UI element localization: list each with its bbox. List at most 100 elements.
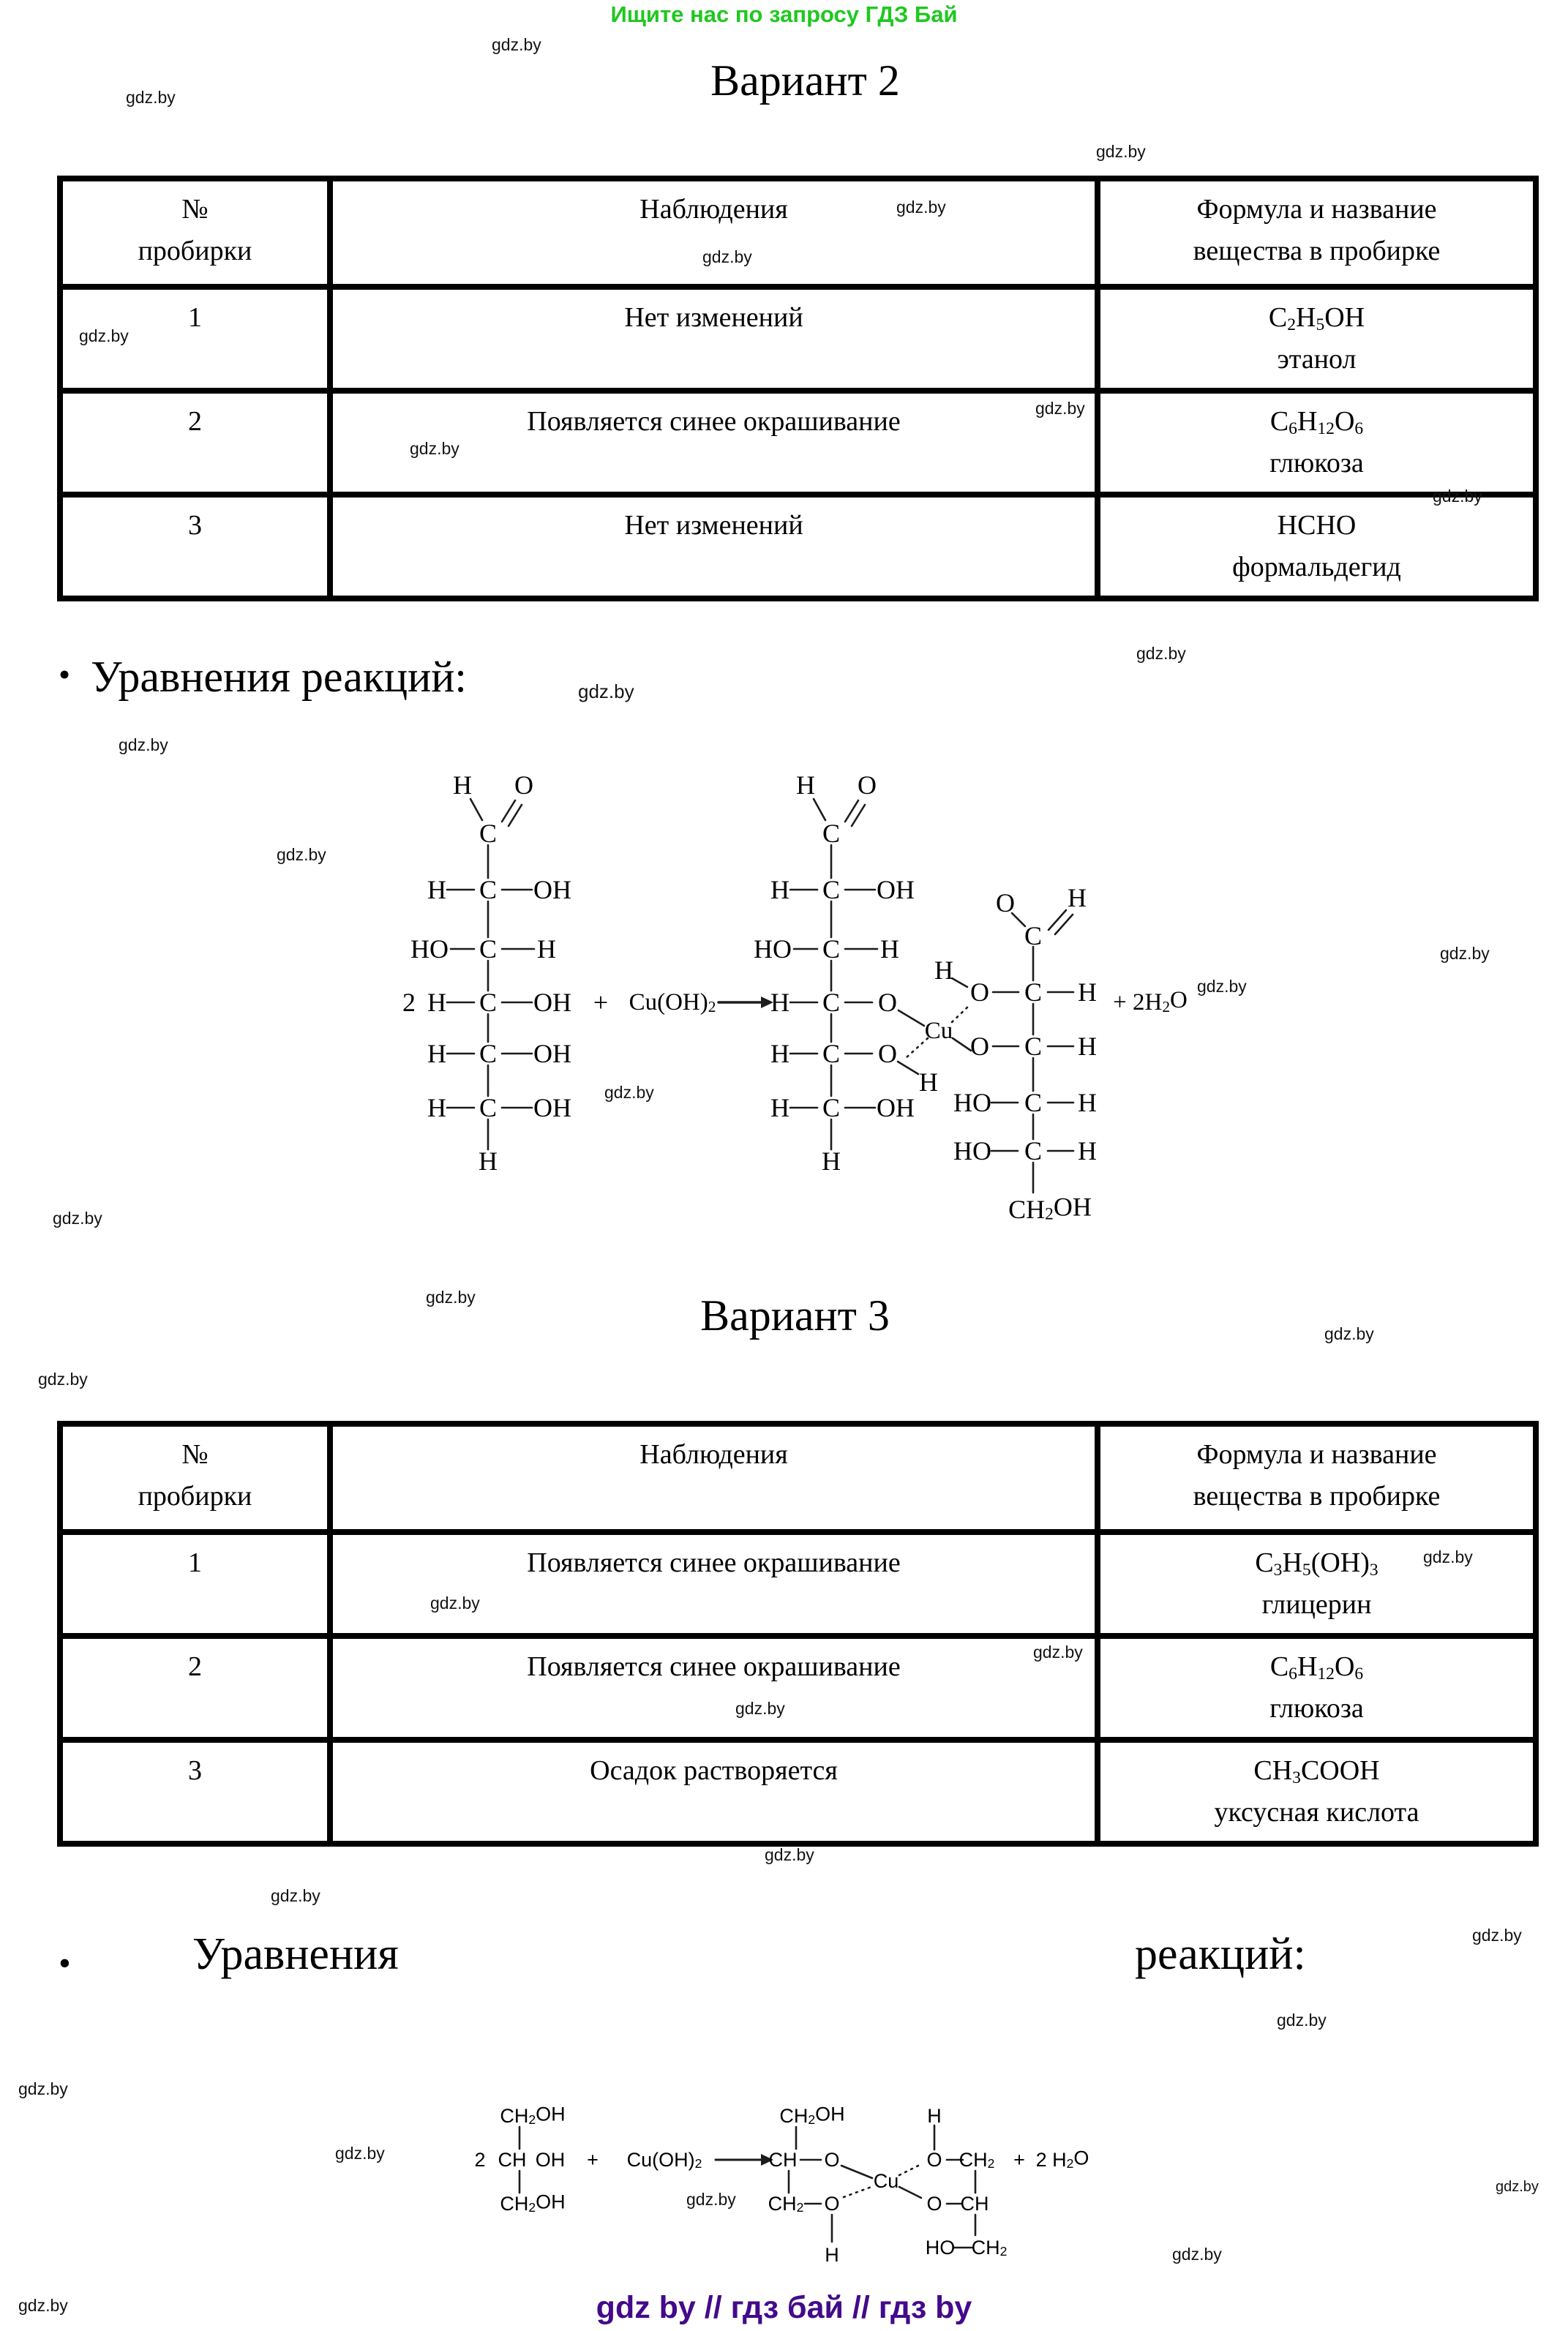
gdz-watermark: gdz.by [426,1288,476,1307]
formula-subscript: 6 [1354,419,1364,439]
formula-header: Формула и название вещества в пробирке [1095,176,1539,290]
gdz-watermark: gdz.by [702,247,752,266]
atom-label: CH2OH [779,2103,844,2127]
atom-label: H [822,1146,841,1176]
atom-label: H [934,956,953,985]
atom-label: O [824,2193,839,2215]
formula-subscript: 6 [1288,1664,1297,1684]
table-row: 1 Нет изменений C2H5OH этанол [57,284,1539,394]
observations-header: Наблюдения [327,1421,1100,1535]
gdz-watermark: gdz.by [1172,2245,1222,2264]
atom-label: H [427,1093,446,1122]
atom-label: O [824,2149,839,2171]
formula-subscript: 6 [1288,419,1297,439]
observations-header: Наблюдения [327,176,1100,290]
gdz-watermark: gdz.by [18,2296,68,2315]
atom-label: O [926,2149,942,2171]
equations-label: Уравнения реакций: [91,653,467,701]
formula-cell: C6H12O6 глюкоза [1095,388,1539,498]
atom-label: 2 [474,2149,485,2171]
gdz-watermark: gdz.by [126,88,176,107]
atom-label: Cu(OH)2 [629,989,716,1016]
atom-label: C [822,819,840,848]
gdz-watermark: gdz.by [896,198,946,217]
atom-label: O [878,1039,897,1068]
atom-label: H [825,2244,839,2266]
atom-label: C [1024,1088,1042,1117]
atom-label: C [1024,1136,1042,1166]
bond-line [1054,913,1074,936]
gdz-watermark: gdz.by [335,2144,385,2163]
variant3-title: Вариант 3 [700,1291,890,1340]
formula-text: C [1269,406,1289,437]
gdz-watermark: gdz.by [1197,977,1247,996]
arrowhead-icon [761,996,773,1008]
substance-formula: C3H5(OH)3 [1105,1542,1528,1584]
atom-label: HO [953,1088,991,1117]
formula-text: HCHO [1277,510,1357,541]
gdz-watermark: gdz.by [1423,1547,1473,1566]
bond-line [1010,912,1027,928]
gdz-watermark: gdz.by [271,1886,320,1905]
gdz-watermark: gdz.by [1324,1324,1374,1343]
tube-number-header: № пробирки [57,1421,333,1535]
formula-text: COOH [1300,1755,1380,1786]
bond-line [896,1060,920,1076]
atom-label: 2 [402,988,416,1017]
atom-label: OH [536,2149,566,2171]
atom-label: CH2 [768,2193,804,2215]
gdz-watermark: gdz.by [410,439,459,458]
bond-line [1047,909,1068,931]
bond-line [840,2164,874,2180]
atom-label: C [479,1039,497,1068]
atom-label: H [1078,977,1097,1007]
atom-label: H [770,988,789,1017]
formula-subscript: 2 [1287,315,1296,335]
atom-label: O [926,2193,942,2215]
atom-label: C [1024,1032,1042,1061]
atom-label: H [880,934,899,964]
gdz-watermark: gdz.by [492,35,541,54]
gdz-watermark: gdz.by [578,680,634,702]
gdz-watermark: gdz.by [765,1845,814,1864]
atom-label: CH2 [972,2237,1008,2259]
bond-line [507,803,523,827]
formula-text: H [1282,1547,1302,1578]
atom-label: C [479,988,497,1017]
bond-line [950,1003,972,1024]
gdz-watermark: gdz.by [1472,1926,1522,1945]
formula-text: O [1334,406,1355,437]
tube-number-cell: 1 [57,1529,333,1639]
bond-line [844,799,860,823]
atom-label: H [427,875,446,904]
observation-cell: Осадок растворяется [327,1737,1100,1847]
atom-label: C [822,875,840,904]
promo-banner: Ищите нас по запросу ГДЗ Бай [610,1,958,27]
atom-label: HO [953,1136,991,1166]
atom-label: H [1078,1088,1097,1117]
tube-number-header: № пробирки [57,176,333,290]
atom-label: CH [498,2149,527,2171]
formula-subscript: 3 [1369,1561,1378,1580]
substance-formula: CH3COOH [1105,1750,1528,1792]
substance-name: глюкоза [1269,1693,1364,1724]
tube-number-header-line2: пробирки [138,1481,252,1512]
atom-label: C [822,934,840,964]
atom-label: H [427,1039,446,1068]
gdz-watermark: gdz.by [79,326,129,345]
gdz-watermark: gdz.by [1433,487,1482,506]
variant2-table: № пробирки Наблюдения Формула и название… [57,176,1539,601]
substance-formula: HCHO [1105,505,1528,547]
gdz-watermark: gdz.by [119,735,168,754]
gdz-watermark: gdz.by [53,1209,102,1228]
substance-name: уксусная кислота [1214,1797,1419,1828]
substance-formula: C6H12O6 [1105,401,1528,443]
gdz-watermark: gdz.by [1440,944,1490,963]
gdz-watermark: gdz.by [1035,399,1085,418]
formula-header-line2: вещества в пробирке [1193,236,1441,266]
atom-label: + [587,2149,599,2171]
formula-text: (OH) [1310,1547,1370,1578]
atom-label: H [1068,883,1087,912]
atom-label: C [479,875,497,904]
